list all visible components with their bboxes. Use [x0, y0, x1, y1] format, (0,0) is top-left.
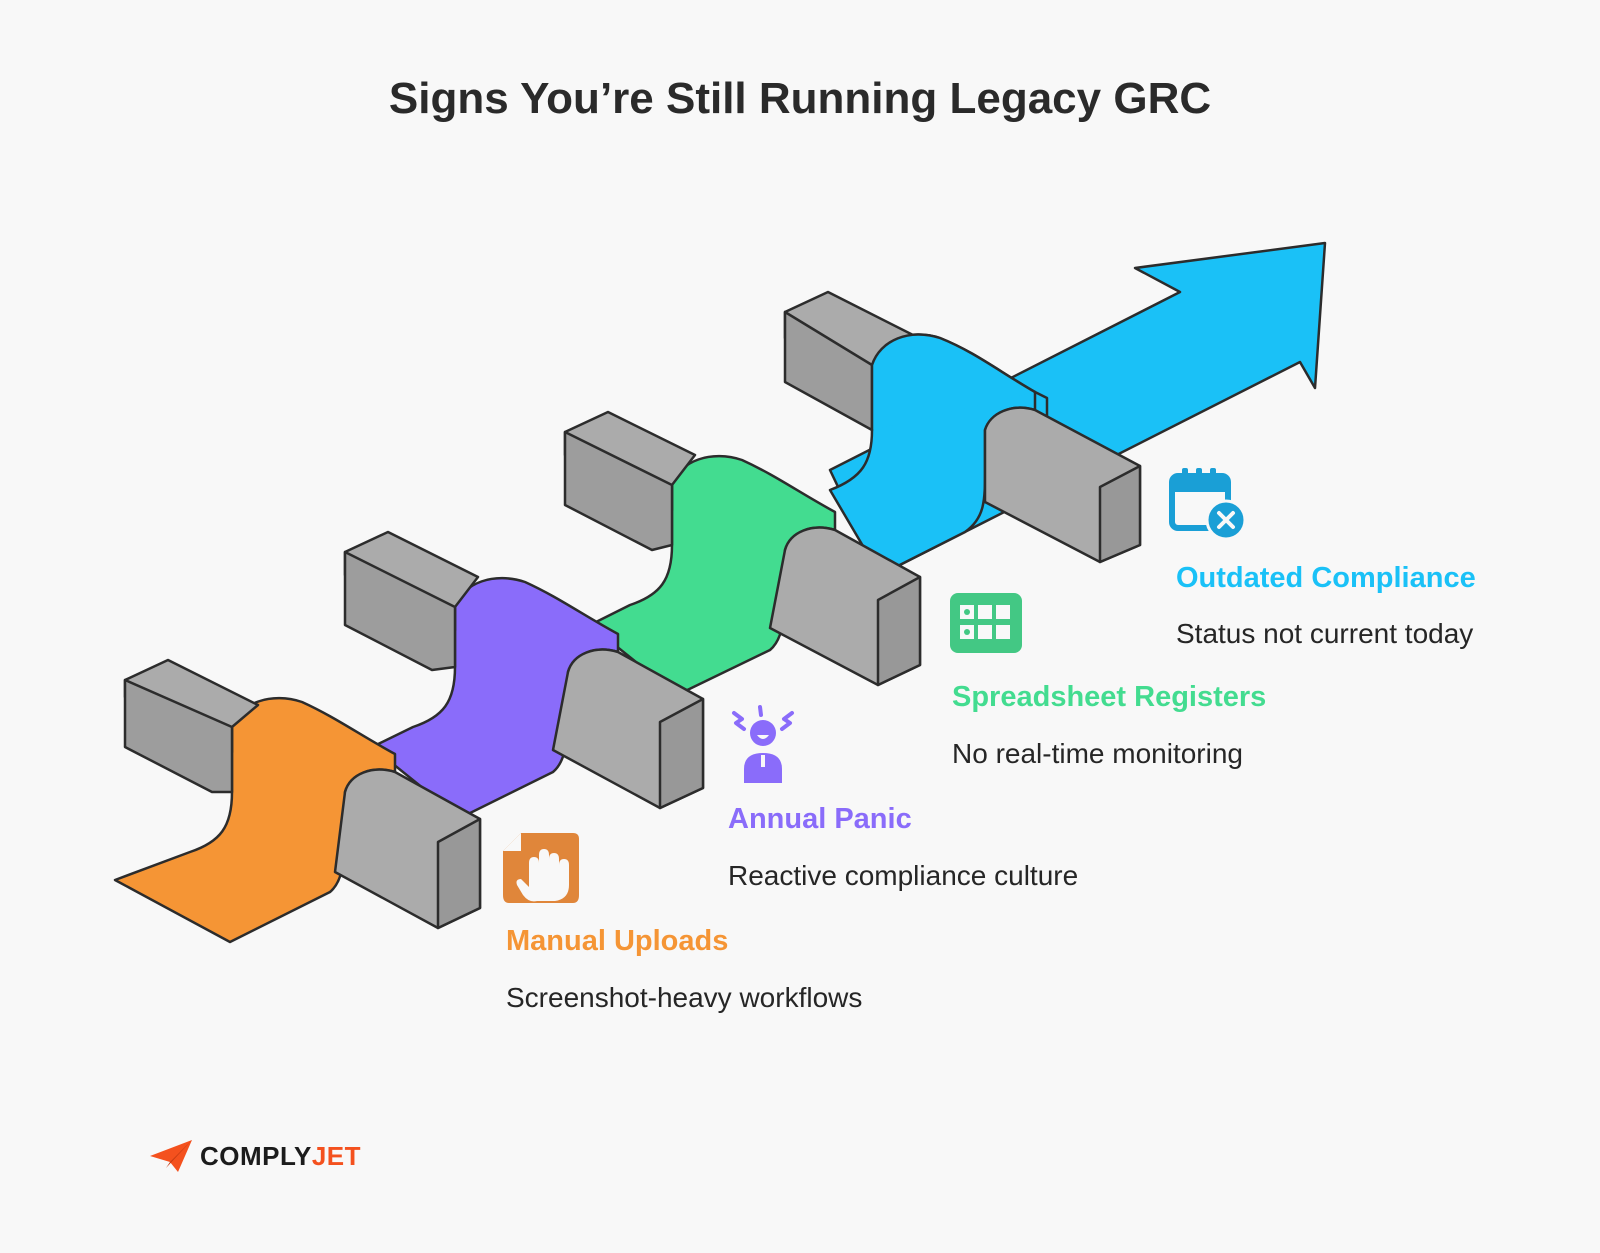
block-2-back [343, 530, 480, 672]
ribbon-cyan-top [870, 333, 1036, 430]
block-1 [333, 768, 482, 930]
step-4-label: Outdated Compliance [1176, 562, 1476, 594]
spreadsheet-grid-icon [950, 593, 1022, 653]
hand-document-icon [503, 833, 579, 903]
step-2-description: Reactive compliance culture [728, 860, 1079, 891]
stressed-person-icon [732, 705, 794, 783]
block-3 [768, 526, 922, 687]
logo-text-jet: JET [311, 1140, 362, 1171]
block-4 [983, 390, 1142, 564]
paper-plane-icon [150, 1140, 192, 1172]
block-1-back [123, 658, 260, 794]
step-4-description: Status not current today [1176, 618, 1474, 649]
logo-text-comply: COMPLY [200, 1140, 312, 1171]
block-2 [551, 648, 705, 810]
logo-wordmark: COMPLYJET [200, 1141, 361, 1172]
step-1-label: Manual Uploads [506, 925, 729, 957]
step-1-description: Screenshot-heavy workflows [506, 982, 863, 1013]
calendar-cross-icon [1169, 468, 1247, 541]
step-3-description: No real-time monitoring [952, 738, 1243, 769]
page-title: Signs You’re Still Running Legacy GRC [388, 74, 1212, 123]
block-3-back [563, 410, 697, 552]
complyjet-logo: COMPLYJET [150, 1138, 361, 1174]
step-3-label: Spreadsheet Registers [952, 681, 1267, 713]
step-2-label: Annual Panic [728, 803, 912, 835]
